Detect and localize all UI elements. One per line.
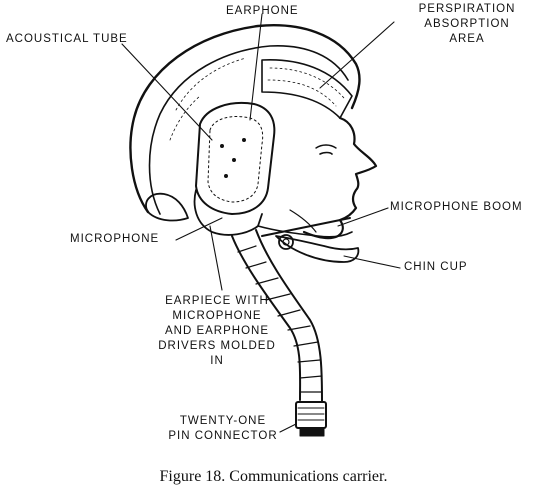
label-earphone: EARPHONE [226, 5, 299, 17]
leader-perspiration [319, 21, 395, 89]
cable-left [231, 235, 302, 401]
label-perspiration-absorption-area: PERSPIRATION ABSORPTION AREA [396, 2, 538, 47]
earpiece-housing [193, 189, 263, 236]
label-perspiration-line-3: AREA [449, 33, 485, 45]
label-connector-line-2: PIN CONNECTOR [168, 430, 278, 442]
label-microphone: MICROPHONE [70, 233, 160, 245]
label-acoustical-tube: ACOUSTICAL TUBE [6, 33, 128, 45]
chin-cup [275, 235, 360, 263]
leader-connector [279, 423, 297, 433]
label-pin-connector: TWENTY-ONE PIN CONNECTOR [160, 414, 286, 444]
leader-chin-cup [343, 255, 401, 269]
label-connector-line-1: TWENTY-ONE [179, 415, 267, 427]
pin-connector-body [295, 401, 327, 429]
leader-microphone [175, 217, 223, 241]
leader-earphone [249, 13, 263, 121]
helmet-shell [129, 24, 361, 214]
cable-right [255, 229, 323, 403]
chin-strap [257, 225, 353, 238]
perspiration-band [261, 59, 353, 119]
figure-caption: Figure 18. Communications carrier. [159, 468, 388, 485]
label-chin-cup: CHIN CUP [404, 261, 468, 273]
leader-microphone-boom [337, 207, 389, 227]
label-earpiece-line-3: AND EARPHONE [164, 325, 270, 337]
earphone-cup [195, 102, 276, 215]
label-perspiration-line-2: ABSORPTION [424, 18, 510, 30]
label-earpiece: EARPIECE WITH MICROPHONE AND EARPHONE DR… [138, 294, 296, 369]
face-profile [302, 116, 378, 240]
label-earpiece-line-5: IN [210, 355, 224, 367]
neck-roll [145, 192, 189, 222]
leader-acoustical-tube [121, 43, 213, 141]
leader-earpiece [209, 225, 223, 291]
microphone-boom [261, 217, 351, 237]
label-perspiration-line-1: PERSPIRATION [418, 3, 516, 15]
label-earpiece-line-2: MICROPHONE [172, 310, 262, 322]
label-earpiece-line-4: DRIVERS MOLDED [158, 340, 276, 352]
label-microphone-boom: MICROPHONE BOOM [390, 201, 523, 213]
label-earpiece-line-1: EARPIECE WITH [165, 295, 269, 307]
helmet-rim [148, 45, 349, 215]
